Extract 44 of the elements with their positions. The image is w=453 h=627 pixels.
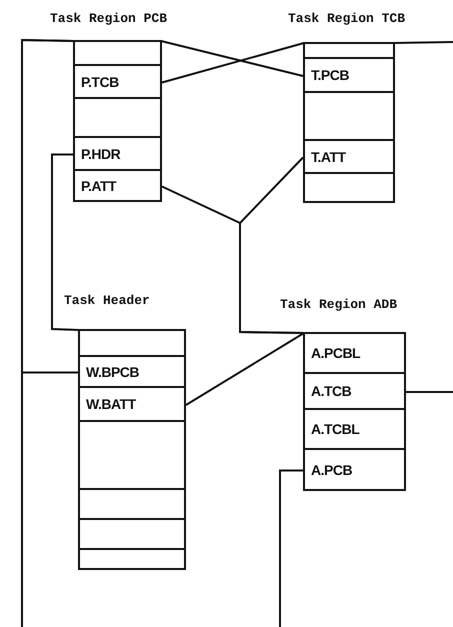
table-heading: Task Region PCB	[50, 10, 168, 28]
field-label: A.TCBL	[311, 421, 360, 437]
table-cell	[303, 408, 406, 450]
connector-line	[239, 156, 304, 334]
field-label: P.ATT	[81, 178, 116, 194]
field-label: W.BPCB	[86, 364, 139, 380]
field-label: T.ATT	[311, 148, 346, 164]
connector-line	[279, 470, 303, 627]
connector-line	[21, 38, 74, 627]
table-cell	[303, 332, 406, 374]
connector-line	[185, 332, 305, 406]
field-label: P.HDR	[81, 146, 120, 162]
table-cell	[303, 139, 395, 174]
empty-cell	[78, 548, 186, 570]
empty-cell	[303, 91, 395, 141]
table-heading: Task Region TCB	[288, 10, 406, 28]
table-cell	[73, 64, 162, 99]
empty-cell	[303, 172, 395, 203]
table-cell	[78, 386, 186, 422]
table-cell	[303, 57, 395, 93]
empty-cell	[73, 40, 162, 66]
field-label: T.PCB	[311, 67, 349, 83]
empty-cell	[78, 488, 186, 520]
table-cell	[78, 355, 186, 388]
connector-line	[394, 41, 453, 44]
connector-line	[406, 391, 453, 393]
connector-line	[160, 40, 304, 77]
empty-cell	[78, 518, 186, 550]
empty-cell	[73, 97, 162, 138]
table-cell	[73, 136, 162, 171]
field-label: A.TCB	[311, 383, 352, 399]
field-label: W.BATT	[86, 396, 136, 412]
table-cell	[73, 169, 162, 202]
table-cell	[303, 372, 406, 410]
field-label: A.PCBL	[311, 345, 360, 361]
table-heading: Task Header	[64, 292, 150, 310]
table-heading: Task Region ADB	[280, 296, 398, 314]
empty-cell	[78, 329, 186, 357]
connector-line	[162, 42, 304, 84]
empty-cell	[78, 420, 186, 490]
connector-line	[51, 154, 80, 331]
field-label: P.TCB	[81, 74, 119, 90]
field-label: A.PCB	[311, 462, 352, 478]
table-cell	[303, 448, 406, 491]
